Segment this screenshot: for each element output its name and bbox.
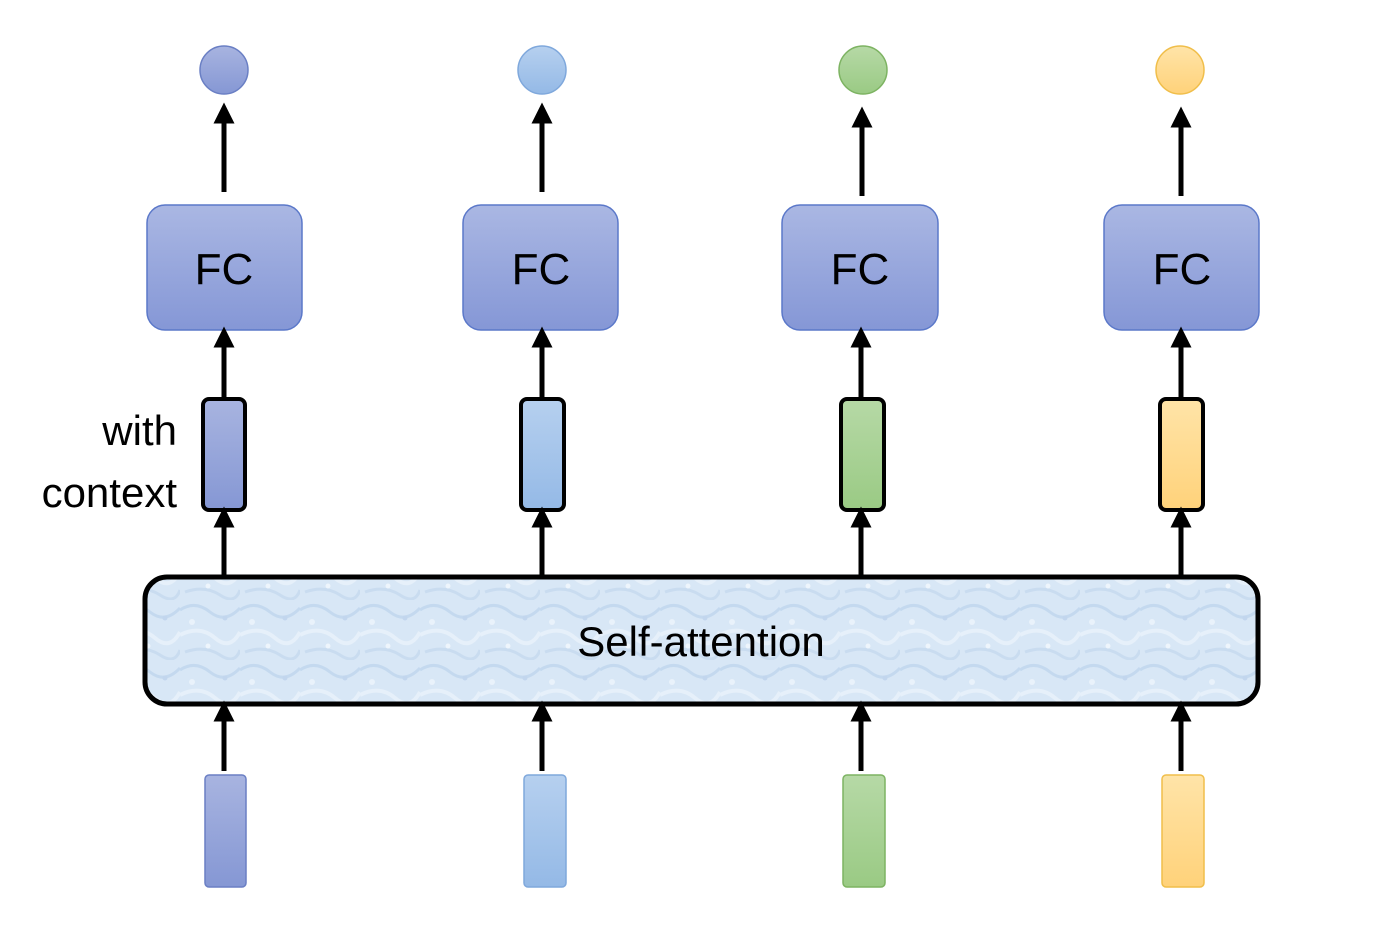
- fc-label-1: FC: [195, 245, 254, 294]
- context-label-line2: context: [42, 469, 178, 516]
- column-4: FC: [1103, 45, 1260, 888]
- context-vector-4: [1158, 397, 1205, 512]
- self-attention-block: [142, 574, 1261, 707]
- column-3: FC: [781, 45, 939, 888]
- context-vector-3: [839, 397, 886, 512]
- fc-label-3: FC: [831, 245, 890, 294]
- input-vector-1: [204, 774, 247, 888]
- column-1: FC: [146, 45, 303, 888]
- context-vector-1: [201, 397, 247, 512]
- column-2: FC: [462, 45, 619, 888]
- input-vector-2: [523, 774, 567, 888]
- context-label-line1: with: [101, 407, 177, 454]
- input-vector-3: [842, 774, 886, 888]
- input-vector-4: [1161, 774, 1205, 888]
- output-node-2: [517, 45, 567, 95]
- output-node-3: [838, 45, 888, 95]
- output-node-1: [199, 45, 249, 95]
- output-node-4: [1155, 45, 1205, 95]
- self-attention-label: Self-attention: [577, 618, 825, 665]
- context-vector-2: [519, 397, 566, 512]
- fc-label-2: FC: [512, 245, 571, 294]
- fc-label-4: FC: [1153, 245, 1212, 294]
